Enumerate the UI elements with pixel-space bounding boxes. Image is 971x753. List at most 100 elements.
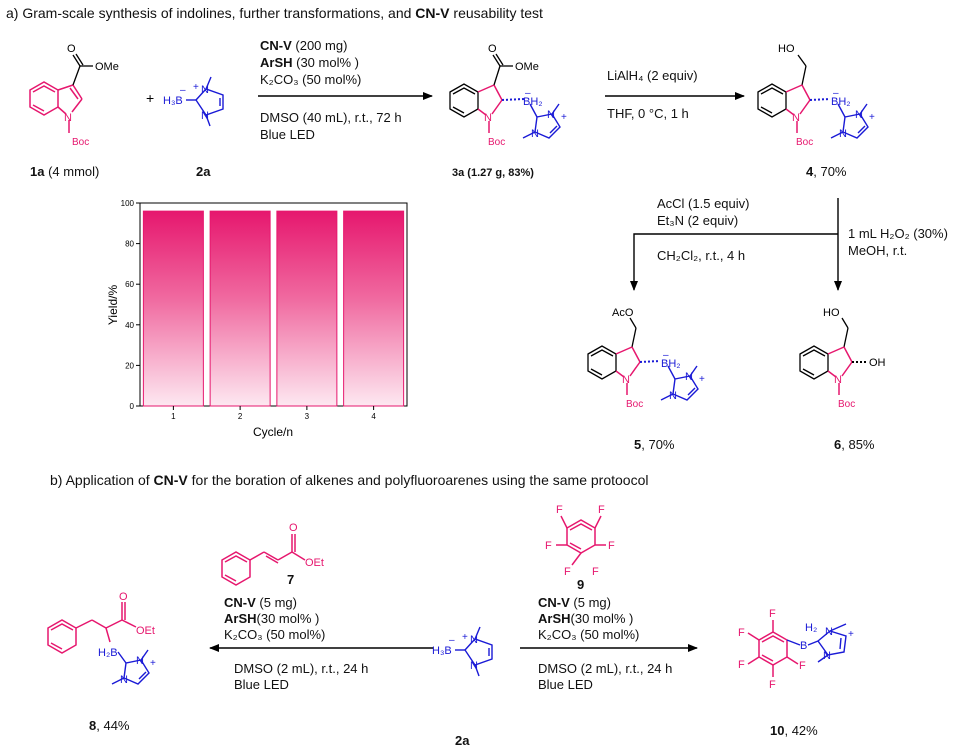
structure-1a: O OMe N Boc: [29, 43, 119, 148]
svg-text:Boc: Boc: [626, 399, 643, 410]
svg-text:+: +: [699, 374, 705, 385]
conditions-step3-line3: CH₂Cl₂, r.t., 4 h: [657, 248, 746, 263]
svg-text:N: N: [839, 128, 847, 140]
svg-text:N: N: [834, 374, 842, 386]
svg-text:–: –: [449, 635, 455, 646]
svg-text:N: N: [201, 84, 209, 96]
chart-bar: [343, 210, 405, 407]
svg-text:OMe: OMe: [515, 61, 539, 73]
svg-text:Boc: Boc: [796, 137, 813, 148]
structure-2a-b: [455, 626, 493, 677]
chart-x-tick-label: 4: [371, 412, 376, 421]
label-9: 9: [577, 577, 585, 592]
svg-text:O: O: [119, 591, 128, 603]
label-7: 7: [287, 572, 295, 587]
conditions-step4-line2: MeOH, r.t.: [848, 243, 908, 258]
svg-text:–: –: [525, 88, 531, 99]
arrow-step3: [630, 233, 838, 291]
svg-text:+: +: [462, 632, 468, 643]
chart-x-tick-label: 2: [238, 412, 243, 421]
svg-text:F: F: [799, 660, 806, 672]
label-10: 10, 42%: [770, 723, 818, 738]
svg-text:HO: HO: [778, 43, 795, 55]
svg-text:H₂: H₂: [805, 622, 817, 634]
chart-y-tick-label: 60: [125, 280, 134, 289]
svg-text:N: N: [547, 109, 555, 121]
svg-text:N: N: [470, 660, 478, 672]
svg-text:N: N: [825, 626, 833, 638]
svg-text:O: O: [289, 522, 298, 534]
plus-sign: +: [146, 90, 154, 106]
svg-text:Boc: Boc: [488, 137, 505, 148]
svg-text:F: F: [769, 679, 776, 691]
chart-y-tick-label: 0: [130, 402, 135, 411]
svg-text:F: F: [564, 566, 571, 578]
chart-x-label: Cycle/n: [253, 425, 293, 439]
chart-bars: [142, 210, 405, 407]
section-b-heading: b) Application of CN-V for the boration …: [50, 472, 649, 488]
chart-frame: [139, 202, 408, 407]
svg-text:F: F: [608, 540, 615, 552]
svg-text:–: –: [180, 85, 186, 96]
svg-text:OEt: OEt: [305, 557, 324, 569]
svg-text:F: F: [769, 608, 776, 620]
conditions-step2-line1: LiAlH₄ (2 equiv): [607, 68, 698, 83]
svg-text:O: O: [67, 43, 76, 55]
svg-text:BH₂: BH₂: [831, 96, 851, 108]
svg-text:B: B: [800, 640, 807, 652]
svg-text:–: –: [663, 350, 669, 361]
label-4: 4, 70%: [806, 164, 847, 179]
svg-text:+: +: [869, 112, 875, 123]
label-2a: 2a: [196, 164, 211, 179]
svg-text:N: N: [792, 112, 800, 124]
svg-text:N: N: [64, 112, 72, 124]
svg-text:N: N: [669, 390, 677, 402]
structure-3a: O OMe N Boc BH₂ – N N +: [449, 43, 567, 148]
svg-text:O: O: [488, 43, 497, 55]
svg-text:Boc: Boc: [838, 399, 855, 410]
svg-text:F: F: [738, 659, 745, 671]
svg-text:N: N: [470, 634, 478, 646]
svg-text:N: N: [484, 112, 492, 124]
svg-text:F: F: [598, 504, 605, 516]
chart-y-tick-label: 100: [121, 199, 135, 208]
svg-text:BH₂: BH₂: [523, 96, 543, 108]
chart-y-tick-label: 80: [125, 240, 134, 249]
structure-2a: [186, 76, 224, 127]
structure-10: F F F F F B H₂ N N +: [738, 608, 854, 691]
conditions-step4-line1: 1 mL H₂O₂ (30%): [848, 226, 948, 241]
svg-text:F: F: [556, 504, 563, 516]
svg-text:H₂B: H₂B: [98, 647, 118, 659]
svg-text:OMe: OMe: [95, 61, 119, 73]
svg-text:AcO: AcO: [612, 307, 634, 319]
svg-text:N: N: [622, 374, 630, 386]
label-2a-b: 2a: [455, 733, 470, 748]
structure-9: F F F F F F: [545, 504, 615, 578]
svg-text:OEt: OEt: [136, 625, 155, 637]
label-3a: 3a (1.27 g, 83%): [452, 167, 534, 179]
structure-6: HO OH N Boc: [799, 307, 886, 410]
structure-8: O OEt H₂B N N +: [47, 591, 156, 686]
section-a-heading: a) Gram-scale synthesis of indolines, fu…: [6, 5, 543, 21]
structure-5: AcO N Boc BH₂ – N N +: [587, 307, 705, 410]
chart-bar: [142, 210, 204, 407]
svg-text:+: +: [848, 629, 854, 640]
svg-text:N: N: [120, 674, 128, 686]
label-8: 8, 44%: [89, 718, 130, 733]
conditions-step3-line1: AcCl (1.5 equiv): [657, 196, 750, 211]
chart-x-tick-label: 1: [171, 412, 176, 421]
svg-text:H₃B: H₃B: [163, 95, 183, 107]
svg-text:N: N: [823, 650, 831, 662]
svg-text:+: +: [193, 82, 199, 93]
chart-y-tick-label: 40: [125, 321, 134, 330]
svg-text:OH: OH: [869, 357, 886, 369]
svg-text:N: N: [531, 128, 539, 140]
chart-y-label: Yield/%: [106, 285, 120, 326]
label-6: 6, 85%: [834, 437, 875, 452]
svg-text:F: F: [545, 540, 552, 552]
conditions-step2-line2: THF, 0 °C, 1 h: [607, 106, 689, 121]
svg-text:F: F: [738, 627, 745, 639]
